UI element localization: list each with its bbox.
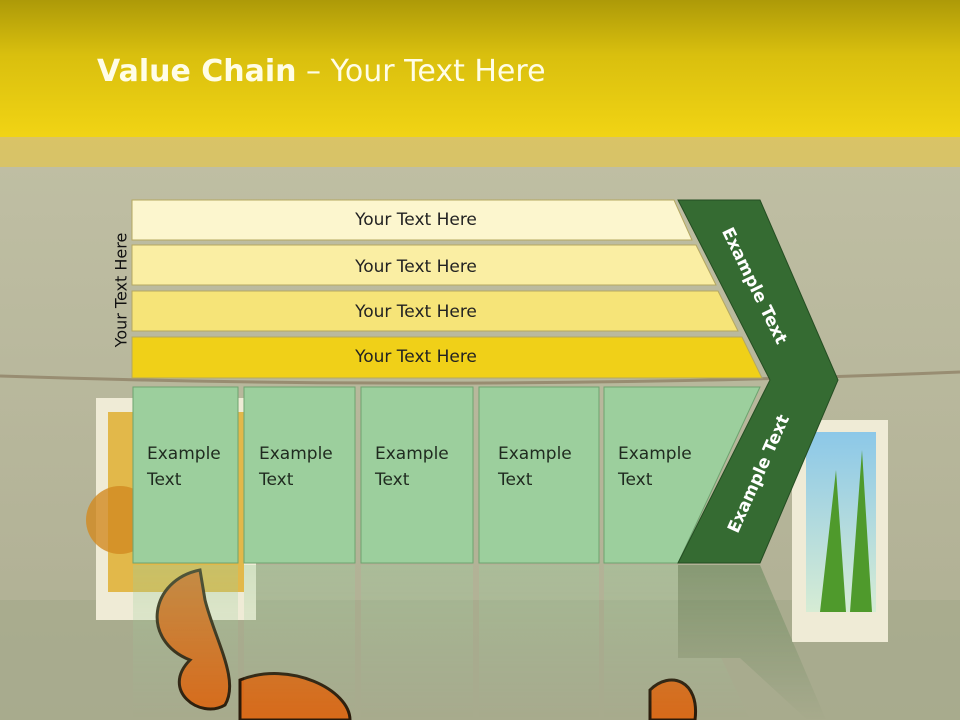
bar-2 <box>131 244 717 286</box>
cell-1 <box>132 386 239 564</box>
title-bold: Value Chain <box>97 54 297 89</box>
margin-chevron <box>677 199 839 564</box>
cell-3-line1: Example <box>375 444 449 464</box>
cell-2-line1: Example <box>259 444 333 464</box>
title-bar <box>0 0 960 137</box>
cell-1-line1: Example <box>147 444 221 464</box>
cell-1-line2: Text <box>146 470 182 490</box>
bar-4 <box>131 336 763 379</box>
bar-4-label: Your Text Here <box>354 347 477 367</box>
support-bars: Your Text Here Your Text Here Your Text … <box>131 199 763 379</box>
cell-5-line2: Text <box>617 470 653 490</box>
grass-photo <box>792 420 888 642</box>
diagram-reflection <box>133 565 827 720</box>
primary-cells: Example Text Example Text Example Text E… <box>132 386 761 564</box>
bar-1 <box>131 199 693 241</box>
cell-2 <box>243 386 356 564</box>
cell-3 <box>360 386 474 564</box>
cell-5-line1: Example <box>618 444 692 464</box>
slide-title: Value Chain – Your Text Here <box>97 54 546 89</box>
title-rest: – Your Text Here <box>296 54 546 89</box>
bar-2-label: Your Text Here <box>354 257 477 277</box>
title-band <box>0 137 960 167</box>
cell-3-line2: Text <box>374 470 410 490</box>
bar-3 <box>131 290 739 332</box>
bar-1-label: Your Text Here <box>354 210 477 230</box>
cell-4-line2: Text <box>497 470 533 490</box>
cell-4-line1: Example <box>498 444 572 464</box>
side-label: Your Text Here <box>112 233 131 349</box>
cell-2-line2: Text <box>258 470 294 490</box>
bar-3-label: Your Text Here <box>354 302 477 322</box>
cell-4 <box>478 386 600 564</box>
